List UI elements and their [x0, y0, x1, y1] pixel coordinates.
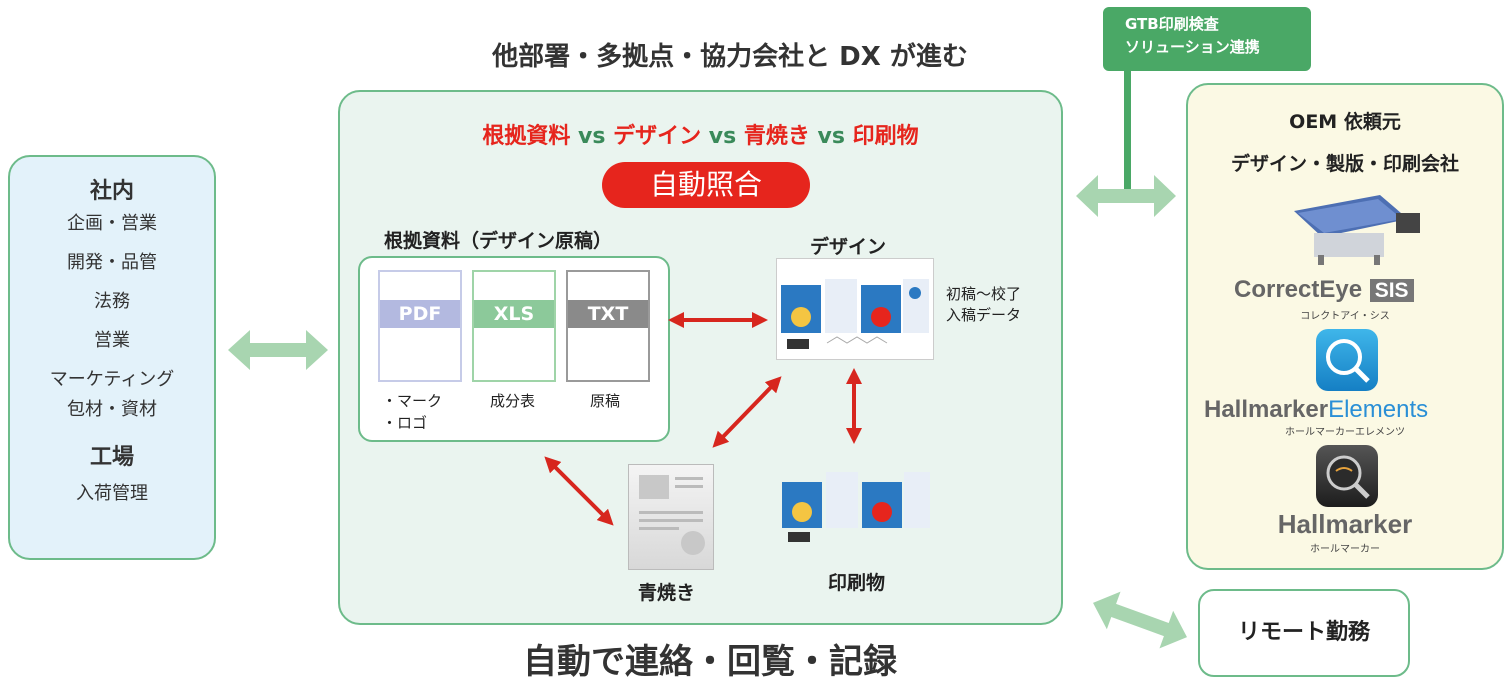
dept-item: マーケティング [49, 369, 175, 390]
source-docs-box: PDF XLS TXT ・マーク ・ロゴ 成分表 原稿 [358, 256, 670, 442]
pdf-label: PDF [380, 300, 460, 328]
comparison-arrows [544, 312, 862, 526]
compare-design: デザイン [613, 124, 702, 149]
dept-item: 開発・品管 [67, 252, 157, 273]
factory-group-title: 工場 [89, 445, 134, 470]
printed-package-image [778, 454, 934, 554]
hallmarker-kana: ホールマーカー [1310, 544, 1380, 555]
compare-title: 根拠資料 vs デザイン vs 青焼き vs 印刷物 [340, 118, 1061, 150]
compare-vs: vs [809, 124, 853, 149]
xls-document: XLS [472, 270, 556, 382]
auto-match-panel: 根拠資料 vs デザイン vs 青焼き vs 印刷物 自動照合 根拠資料（デザイ… [338, 90, 1063, 625]
arrow-docs-blueprint [544, 456, 614, 526]
partners-title-line2: デザイン・製版・印刷会社 [1230, 153, 1459, 175]
gtb-connector-line [1124, 70, 1131, 202]
hallmarker-logo: Hallmarker [1188, 509, 1502, 540]
printed-artwork [782, 472, 930, 542]
xls-label: XLS [474, 300, 554, 328]
gtb-tag: GTB印刷検査 ソリューション連携 [1103, 7, 1311, 71]
arrow-design-blueprint [712, 376, 782, 448]
remote-work-box: リモート勤務 [1198, 589, 1410, 677]
pdf-caption-line: ・マーク [382, 392, 443, 410]
package-artwork [781, 279, 929, 349]
dept-item: 企画・営業 [67, 213, 157, 234]
sis-badge: SIS [1369, 279, 1414, 302]
design-label: デザイン [810, 236, 887, 258]
partners-panel: OEM 依頼元 デザイン・製版・印刷会社 CorrectEye SIS コレクト… [1186, 83, 1504, 570]
auto-match-badge: 自動照合 [602, 162, 810, 208]
txt-label: TXT [568, 300, 648, 328]
gtb-tag-line2: ソリューション連携 [1125, 38, 1260, 56]
correcteye-kana: コレクトアイ・シス [1300, 311, 1390, 322]
inspection-device-image [1294, 195, 1420, 265]
hallmarker-elements-name: Hallmarker [1204, 396, 1329, 423]
blueprint-document [628, 464, 714, 570]
dept-item: 営業 [94, 330, 130, 351]
hallmarker-elements-kana: ホールマーカーエレメンツ [1285, 427, 1405, 438]
compare-source: 根拠資料 [482, 124, 571, 149]
hallmarker-icon [1316, 445, 1378, 507]
compare-print: 印刷物 [852, 124, 919, 149]
hallmarker-elements-logo: HallmarkerElements [1204, 395, 1500, 424]
design-package-image [776, 258, 934, 360]
compare-vs: vs [570, 124, 614, 149]
txt-caption: 原稿 [590, 392, 621, 410]
blueprint-label: 青焼き [638, 582, 696, 604]
compare-blueprint: 青焼き [743, 124, 810, 149]
txt-document: TXT [566, 270, 650, 382]
gtb-tag-line1: GTB印刷検査 [1125, 15, 1219, 33]
dept-item: 法務 [94, 291, 130, 312]
design-note: 初稿〜校了 入稿データ [946, 284, 1021, 326]
internal-departments-panel: 社内 企画・営業 開発・品管 法務 営業 マーケティング 包材・資材 工場 入荷… [8, 155, 216, 560]
double-arrow-left [228, 330, 328, 370]
double-arrow-right [1076, 175, 1176, 217]
print-label: 印刷物 [828, 572, 886, 594]
xls-caption: 成分表 [490, 392, 536, 410]
top-heading: 他部署・多拠点・協力会社と DX が進む [492, 42, 968, 72]
pdf-caption: ・マーク ・ロゴ [382, 390, 442, 434]
hallmarker-elements-icon [1316, 329, 1378, 391]
elements-name: Elements [1328, 396, 1429, 423]
dept-item: 包材・資材 [67, 399, 157, 420]
compare-vs: vs [701, 124, 744, 149]
pdf-caption-line: ・ロゴ [382, 414, 428, 432]
bottom-heading: 自動で連絡・回覧・記録 [523, 642, 897, 682]
design-note-line: 初稿〜校了 [946, 285, 1022, 303]
design-note-line: 入稿データ [946, 306, 1022, 324]
source-docs-title: 根拠資料（デザイン原稿） [384, 230, 613, 252]
double-arrow-remote [1093, 591, 1187, 649]
dept-item: 入荷管理 [76, 483, 148, 504]
internal-group-title: 社内 [89, 179, 134, 204]
partners-title-line1: OEM 依頼元 [1289, 111, 1401, 133]
pdf-document: PDF [378, 270, 462, 382]
correcteye-logo: CorrectEye SIS [1234, 275, 1460, 304]
hallmarker-name: Hallmarker [1277, 509, 1413, 539]
correcteye-name: CorrectEye [1234, 276, 1363, 303]
